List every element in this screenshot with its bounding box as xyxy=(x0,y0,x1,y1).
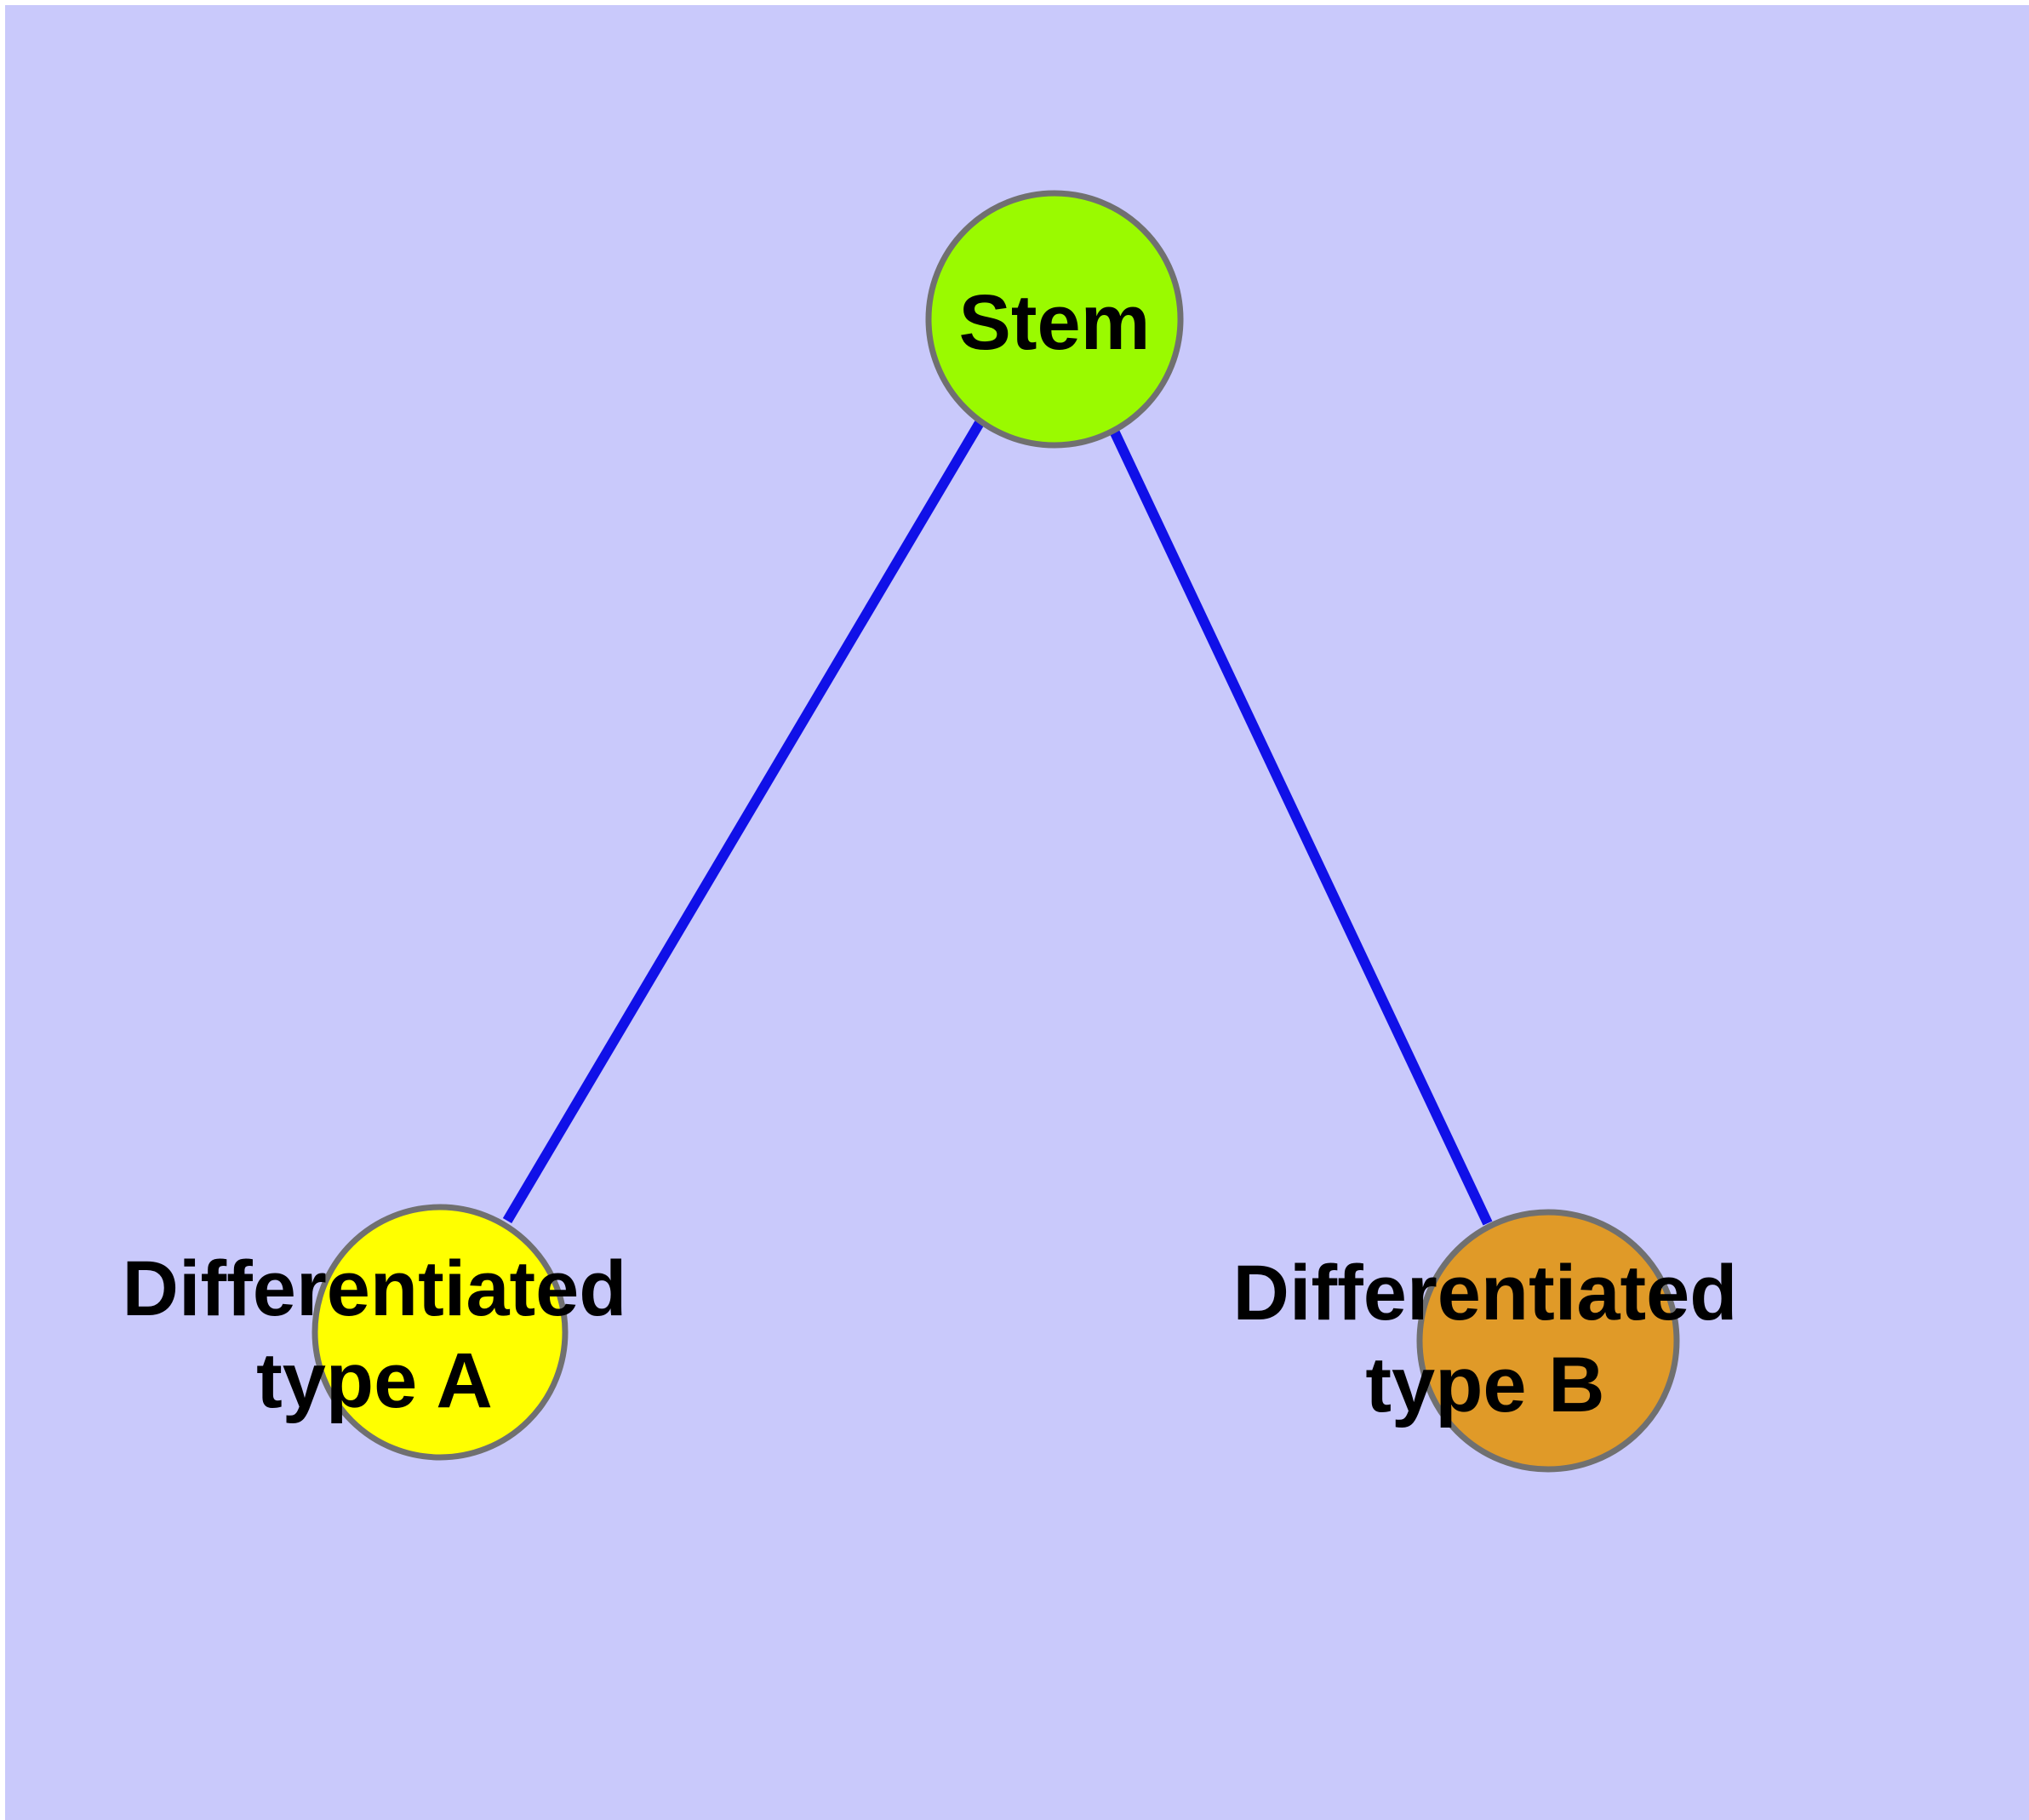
node-label-line: Differentiated xyxy=(123,1245,627,1332)
node-label-stem: Stem xyxy=(959,279,1151,366)
graph-node-diff-a[interactable] xyxy=(311,1204,569,1461)
nodes-group xyxy=(311,190,1680,1473)
node-label-line: type A xyxy=(256,1337,493,1424)
node-label-line: Differentiated xyxy=(1233,1250,1738,1336)
graph-edge-stem-to-diff-a[interactable] xyxy=(502,418,986,1224)
graph-edge-stem-to-diff-b[interactable] xyxy=(1107,425,1493,1226)
edges-group xyxy=(502,418,1493,1226)
graph-node-diff-b[interactable] xyxy=(1416,1209,1680,1473)
node-label-line: Stem xyxy=(959,279,1151,366)
node-label-line: type B xyxy=(1365,1342,1604,1428)
graph-node-stem[interactable] xyxy=(925,190,1184,449)
